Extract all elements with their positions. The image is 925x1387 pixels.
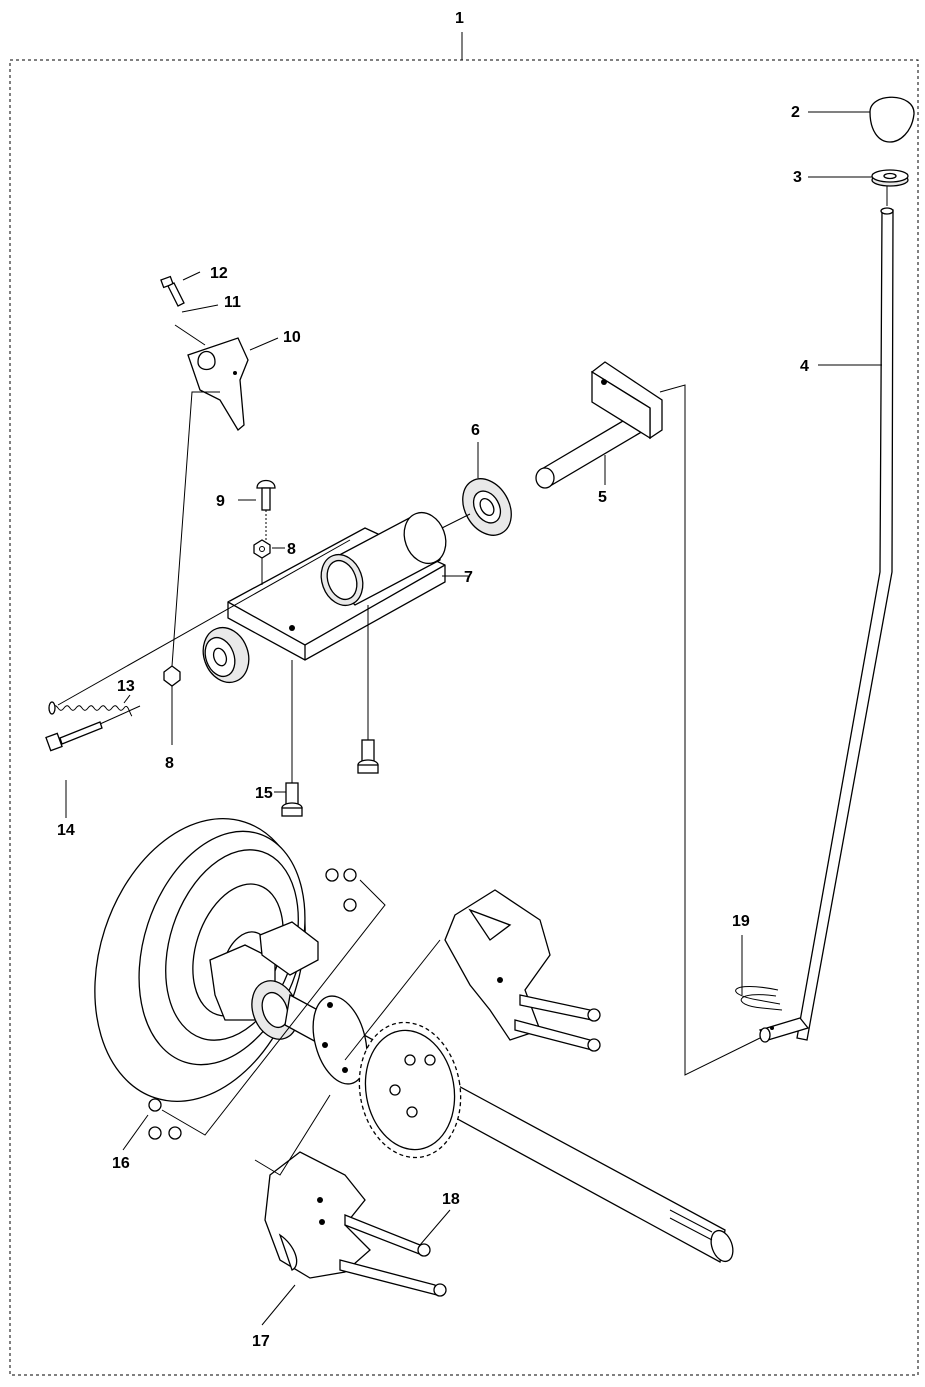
knob xyxy=(869,96,915,143)
nut-8-lower xyxy=(163,665,181,687)
bolts-lower xyxy=(339,1214,447,1297)
flange-bolt xyxy=(357,739,379,774)
hair-pin-clip xyxy=(735,986,783,1011)
flange-bolt-15 xyxy=(281,782,303,817)
callout-2: 2 xyxy=(791,104,800,121)
callout-7: 7 xyxy=(464,569,473,586)
sprocket xyxy=(358,1021,462,1159)
assembly-frame xyxy=(9,59,919,1376)
callout-19: 19 xyxy=(732,913,750,930)
bolts-upper xyxy=(514,994,601,1052)
clutch-plate-upper xyxy=(444,889,551,1041)
pivot-shaft xyxy=(535,361,663,489)
tension-spring xyxy=(48,701,133,717)
callout-5: 5 xyxy=(598,489,607,506)
bearing-housing xyxy=(209,921,319,1040)
grommet xyxy=(871,169,909,187)
callout-6: 6 xyxy=(471,422,480,439)
callout-3: 3 xyxy=(793,169,802,186)
tube-bracket xyxy=(227,511,447,661)
bearing-lower xyxy=(202,626,250,684)
callout-1: 1 xyxy=(455,10,464,27)
clutch-plate-lower xyxy=(264,1151,371,1279)
screw-12 xyxy=(160,275,185,307)
hub-flange xyxy=(312,995,368,1085)
bolt-9 xyxy=(256,479,276,511)
callout-17: 17 xyxy=(252,1333,270,1350)
callout-10: 10 xyxy=(283,329,301,346)
nut-8-upper xyxy=(253,539,271,559)
cam-plate xyxy=(187,337,249,431)
callout-8-lower: 8 xyxy=(165,755,174,772)
callout-11: 11 xyxy=(224,294,241,311)
nuts-lower-group xyxy=(148,1098,182,1140)
bearing-upper xyxy=(462,478,512,536)
callout-12: 12 xyxy=(210,265,228,282)
callout-13: 13 xyxy=(117,678,135,695)
shift-lever xyxy=(758,207,894,1043)
nuts-upper-group xyxy=(325,868,357,912)
callout-15: 15 xyxy=(255,785,273,802)
callout-18: 18 xyxy=(442,1191,460,1208)
callout-9: 9 xyxy=(216,493,225,510)
callout-16: 16 xyxy=(112,1155,130,1172)
callout-14: 14 xyxy=(57,822,75,839)
callout-4: 4 xyxy=(800,358,809,375)
bolt-14 xyxy=(45,721,103,752)
callout-8-upper: 8 xyxy=(287,541,296,558)
